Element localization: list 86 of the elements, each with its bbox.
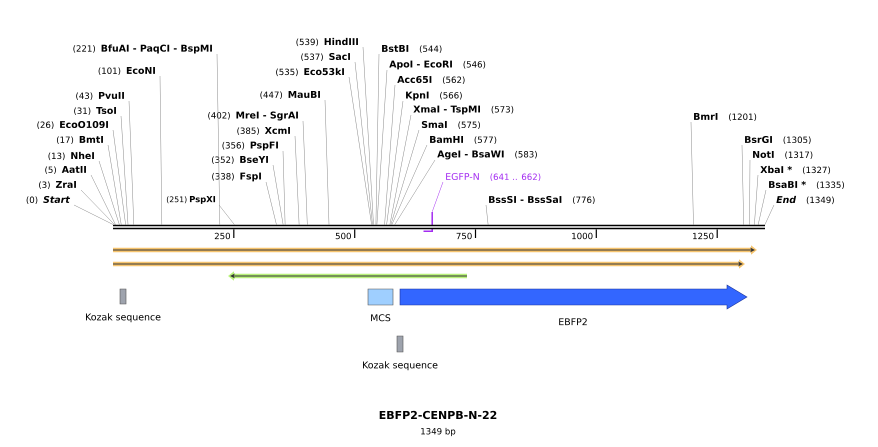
site-label: (356) PspFI	[222, 142, 278, 150]
leader-line	[690, 122, 694, 225]
site-label: (221) BfuAI - PaqCI - BspMI	[73, 44, 212, 54]
leader-line	[432, 182, 444, 212]
site-label: KpnI (566)	[406, 92, 462, 100]
site-label: (0) Start	[26, 196, 70, 204]
primer-label: EGFP-N (641 .. 662)	[446, 172, 540, 182]
site-label: BsrGI (1305)	[745, 136, 811, 144]
leader-line	[392, 144, 428, 225]
site-label: (13) NheI	[48, 152, 94, 160]
leader-line	[120, 116, 128, 225]
leader-line	[90, 174, 116, 225]
site-label: (101) EcoNI	[98, 67, 155, 75]
site-label: (17) BmtI	[56, 136, 103, 144]
leader-line	[354, 62, 373, 225]
site-label: (539) HindIII	[296, 38, 358, 46]
feature-label: MCS	[371, 314, 390, 322]
leader-line	[302, 120, 308, 225]
leader-line	[272, 164, 284, 225]
leader-line	[282, 150, 286, 225]
site-label: End (1349)	[776, 196, 834, 204]
leader-line	[376, 70, 388, 225]
leader-line	[390, 114, 412, 225]
tick-label: 750	[456, 232, 472, 240]
leader-line	[160, 76, 162, 225]
site-label: NotI (1317)	[753, 151, 812, 159]
site-label: BmrI (1201)	[694, 113, 756, 121]
site-label: SmaI (575)	[422, 120, 480, 130]
leader-line	[754, 174, 758, 225]
site-label: (385) XcmI	[237, 127, 290, 135]
leader-line	[764, 204, 774, 225]
leader-line	[98, 160, 120, 225]
site-label: (402) MreI - SgrAI	[208, 112, 298, 120]
leader-line	[348, 76, 372, 225]
leader-line	[362, 46, 374, 225]
tick-label: 250	[214, 232, 230, 240]
leader-line	[80, 190, 115, 225]
leader-line	[266, 182, 277, 225]
sequence-backbone	[113, 224, 765, 230]
site-label: XbaI * (1327)	[760, 166, 830, 174]
leader-line	[108, 144, 122, 225]
site-label: (26) EcoO109I	[37, 120, 108, 130]
leader-line	[384, 84, 396, 225]
leader-line	[394, 160, 436, 225]
site-label: (537) SacI	[301, 52, 350, 62]
feature-box	[368, 288, 394, 306]
leader-line	[742, 144, 744, 225]
feature-label: Kozak sequence	[86, 313, 160, 322]
site-label: (43) PvuII	[76, 92, 124, 100]
site-label: (535) Eco53kI	[276, 68, 344, 76]
site-label: BssSI - BssSaI (776)	[489, 196, 595, 204]
leader-line	[386, 100, 404, 225]
leader-line	[74, 204, 114, 225]
site-label: BamHI (577)	[430, 136, 496, 144]
feature-box	[120, 288, 126, 304]
leader-line	[216, 54, 220, 225]
site-label: XmaI - TspMI (573)	[413, 106, 514, 114]
tick-label: 1250	[693, 232, 714, 240]
site-label: BsaBI * (1335)	[769, 180, 844, 190]
leader-line	[749, 160, 750, 225]
site-label: (338) FspI	[212, 172, 261, 182]
site-label: ApoI - EcoRI (546)	[389, 60, 486, 70]
site-label: (352) BseYI	[212, 156, 268, 164]
leader-line	[324, 100, 330, 225]
feature-box	[396, 336, 404, 352]
leader-line	[294, 136, 300, 225]
leader-line	[758, 190, 766, 225]
leader-line	[390, 130, 420, 225]
leader-line	[486, 204, 488, 225]
site-label: (447) MauBI	[260, 91, 320, 99]
site-label: BstBI (544)	[382, 45, 442, 53]
primer-mark	[424, 212, 433, 232]
site-label: (31) TsoI	[74, 107, 116, 115]
site-label: (5) AatII	[45, 166, 86, 174]
map-caption: 1349 bp	[421, 428, 456, 436]
site-label: Acc65I (562)	[397, 76, 465, 84]
leader-line	[128, 100, 134, 225]
leader-line	[112, 130, 126, 225]
map-title: EBFP2-CENPB-N-22	[380, 410, 496, 420]
site-label: AgeI - BsaWI (583)	[437, 150, 537, 160]
leader-line	[218, 204, 235, 225]
leader-line	[376, 54, 380, 225]
feature-label: Kozak sequence	[363, 361, 438, 370]
site-label: (3) ZraI	[39, 181, 76, 189]
feature-arrow	[400, 284, 748, 310]
feature-label: EBFP2	[559, 318, 587, 326]
